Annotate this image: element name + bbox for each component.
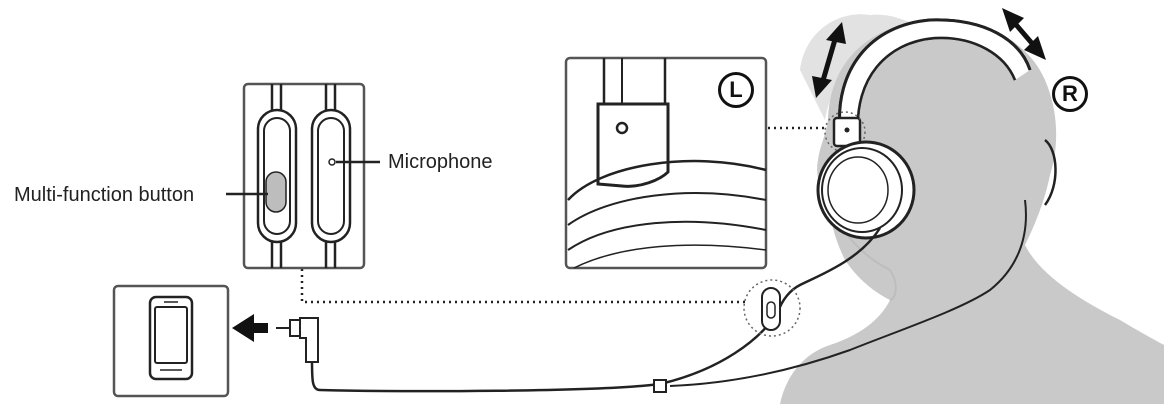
right-cable: [669, 199, 1027, 387]
remote-dotted-leader: [300, 268, 745, 304]
left-earcup-outer: [816, 140, 916, 240]
right-side-marker: R: [1052, 76, 1088, 112]
multi-function-button: [265, 171, 287, 213]
smartphone-panel: [112, 284, 230, 398]
right-earcup-edge: [1043, 139, 1057, 206]
microphone-label: Microphone: [388, 151, 493, 173]
microphone-hole: [328, 158, 336, 166]
hinge-dot: [844, 127, 850, 133]
double-arrow-icon: [812, 22, 846, 98]
head-silhouette: [780, 19, 1164, 405]
left-earcup-rim: [821, 147, 903, 233]
headphone-plug: [276, 317, 319, 363]
double-arrow-icon: [1002, 8, 1046, 60]
arrow-left-icon: [232, 314, 268, 342]
left-side-marker: L: [718, 72, 754, 108]
hinge-detail-panel: [564, 56, 768, 270]
remote-detail-panel: [242, 82, 366, 270]
remote-highlight-circle: [743, 279, 801, 337]
cable-splitter: [653, 379, 667, 393]
left-earcup-inner: [827, 156, 889, 224]
headphone-cable: [310, 227, 882, 393]
multi-function-button-label: Multi-function button: [14, 184, 195, 206]
headband-fill: [839, 19, 1030, 132]
